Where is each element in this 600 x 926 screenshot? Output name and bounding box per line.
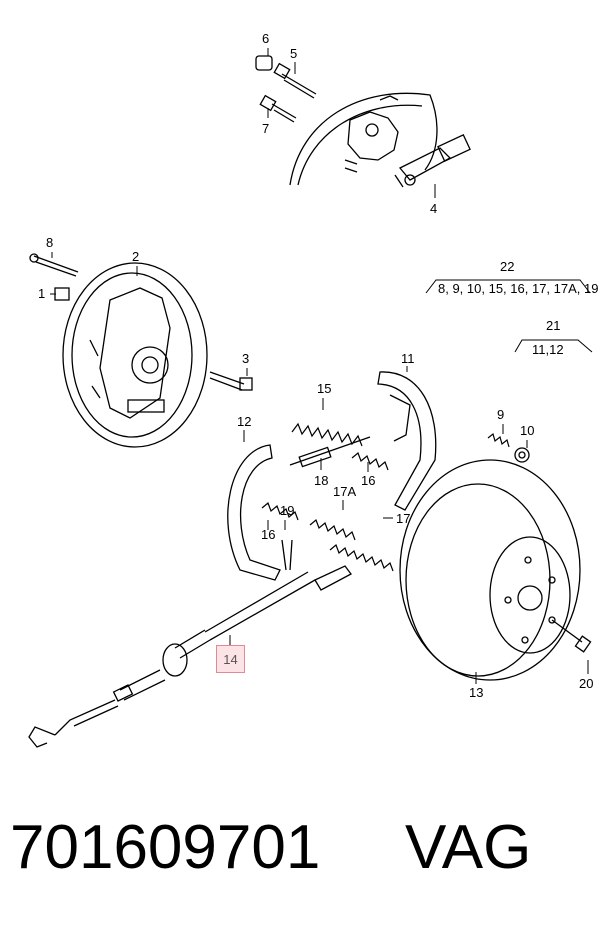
spring-16-lower — [261, 501, 299, 521]
screw-3 — [209, 371, 253, 391]
callout-5: 5 — [290, 46, 298, 61]
callout-7: 7 — [262, 121, 270, 136]
bolt-8 — [29, 253, 79, 277]
callout-6: 6 — [262, 31, 270, 46]
callout-11: 11 — [401, 351, 415, 366]
nut-6 — [255, 55, 273, 71]
wheel-cylinder — [394, 133, 471, 188]
callout-22: 22 — [500, 259, 515, 274]
callout-4: 4 — [430, 201, 438, 216]
group-21-members: 11,12 — [532, 342, 564, 357]
screw-20 — [551, 619, 592, 653]
pin-19 — [281, 539, 293, 571]
callout-21: 21 — [546, 318, 561, 333]
brake-exploded-view — [28, 48, 593, 748]
callout-1: 1 — [38, 286, 46, 301]
callout-14-highlight[interactable]: 14 — [216, 645, 245, 673]
callout-3: 3 — [242, 351, 250, 366]
callout-19: 19 — [280, 503, 295, 518]
callout-8: 8 — [46, 235, 54, 250]
callout-14: 14 — [223, 652, 238, 667]
spring-17 — [329, 543, 394, 572]
callout-20: 20 — [579, 676, 594, 691]
nut-1 — [54, 287, 70, 301]
cap-10 — [514, 447, 530, 463]
backing-plate — [62, 262, 208, 448]
screw-7 — [259, 94, 297, 123]
brake-shoe-12 — [227, 444, 281, 581]
callout-12: 12 — [237, 414, 252, 429]
spring-17a — [309, 518, 356, 541]
callout-2: 2 — [132, 249, 140, 264]
brake-drum — [399, 459, 581, 681]
callout-17: 17 — [396, 511, 411, 526]
spring-9 — [487, 432, 510, 448]
brake-shoe-11 — [377, 371, 437, 511]
group-22-members: 8, 9, 10, 15, 16, 17, 17A, 19 — [438, 281, 599, 296]
upper-backing-plate — [289, 92, 438, 186]
adjuster-18 — [289, 436, 371, 468]
part-number: 701609701 — [10, 813, 321, 882]
spring-16-upper — [351, 451, 389, 471]
brand-name: VAG — [405, 813, 532, 882]
callout-9: 9 — [497, 407, 505, 422]
callout-15: 15 — [317, 381, 332, 396]
leader-lines — [50, 48, 589, 684]
callout-18: 18 — [314, 473, 329, 488]
callout-16-left: 16 — [261, 527, 276, 542]
callout-10: 10 — [520, 423, 535, 438]
callout-17a: 17A — [333, 484, 357, 499]
callout-13: 13 — [469, 685, 484, 700]
spring-15 — [291, 422, 363, 447]
bolt-5 — [273, 62, 317, 99]
parking-brake-cable — [28, 565, 352, 748]
callout-16-right: 16 — [361, 473, 376, 488]
group-brackets — [425, 279, 593, 353]
